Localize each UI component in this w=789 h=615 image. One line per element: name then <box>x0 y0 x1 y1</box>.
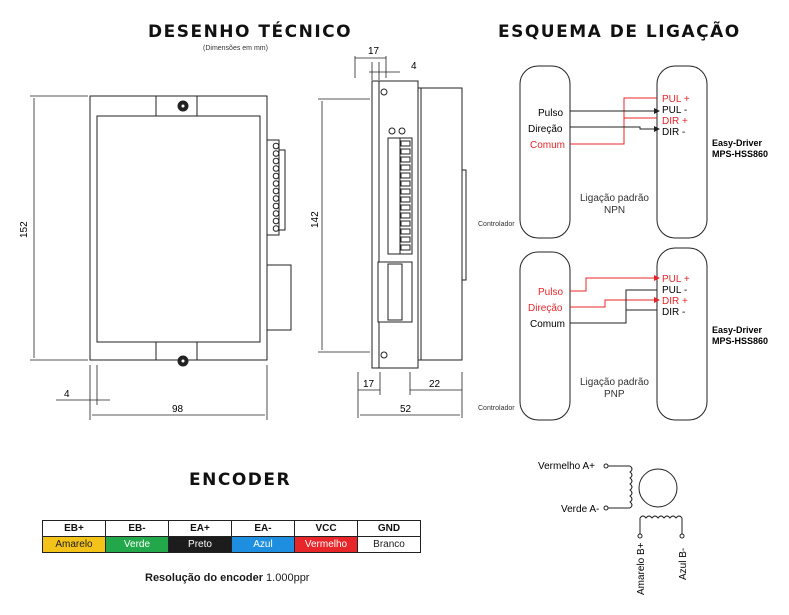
side-height-label: 142 <box>310 211 321 228</box>
side-top-label: 17 <box>368 46 380 57</box>
terminal-slot <box>400 228 411 235</box>
motor-a-plus: Vermelho A+ <box>538 461 595 472</box>
encoder-color-row: Amarelo Verde Preto Azul Vermelho Branco <box>42 536 421 553</box>
terminal-slot <box>400 236 411 243</box>
terminal-screw <box>272 225 280 232</box>
motor-b-minus: Azul B- <box>678 548 689 580</box>
encoder-header: EA+ <box>168 520 232 537</box>
terminal-slot <box>400 172 411 179</box>
wiring-title: ESQUEMA DE LIGAÇÃO <box>498 22 741 42</box>
pnp-caption-2: PNP <box>604 389 625 400</box>
terminal-screw <box>272 187 280 195</box>
encoder-header: GND <box>357 520 421 537</box>
terminal-screw <box>272 150 280 157</box>
pnp-left-pulso: Pulso <box>538 287 563 298</box>
encoder-table: EB+ EB- EA+ EA- VCC GND Amarelo Verde Pr… <box>42 520 421 553</box>
side-dimensions <box>318 56 463 418</box>
wiring-pnp <box>519 247 708 421</box>
encoder-header: EB- <box>105 520 169 537</box>
encoder-color-cell: Verde <box>105 536 169 553</box>
pnp-right-dir-plus: DIR + <box>662 296 688 307</box>
encoder-color-cell: Amarelo <box>42 536 106 553</box>
pnp-left-comum: Comum <box>530 319 565 330</box>
pnp-right-pul-minus: PUL - <box>662 285 687 296</box>
npn-left-direcao: Direção <box>528 124 563 135</box>
terminal-screw <box>272 142 280 150</box>
terminal-slot <box>400 188 411 195</box>
motor-diagram <box>603 463 685 539</box>
terminal-screw <box>272 210 280 217</box>
front-terminal-block <box>266 139 292 331</box>
npn-caption-2: NPN <box>604 205 625 216</box>
terminal-screw <box>272 172 280 180</box>
encoder-resolution: Resolução do encoder 1.000ppr <box>145 572 309 584</box>
npn-caption-1: Ligação padrão <box>580 193 649 204</box>
npn-right-dir-plus: DIR + <box>662 116 688 127</box>
motor-a-minus: Verde A- <box>561 504 599 515</box>
terminal-screw <box>272 217 280 225</box>
encoder-header: EA- <box>231 520 295 537</box>
npn-right-dir-minus: DIR - <box>662 127 685 138</box>
encoder-color-cell: Azul <box>231 536 295 553</box>
terminal-screw <box>272 157 280 165</box>
terminal-screw <box>272 180 280 187</box>
encoder-title: ENCODER <box>189 470 292 490</box>
pnp-driver-label-2: MPS-HSS860 <box>712 336 768 346</box>
pnp-right-dir-minus: DIR - <box>662 307 685 318</box>
encoder-resolution-label: Resolução do encoder <box>145 572 263 584</box>
terminal-slot <box>400 140 411 147</box>
npn-left-pulso: Pulso <box>538 108 563 119</box>
pnp-controller-label: Controlador <box>478 405 515 412</box>
npn-driver-label-2: MPS-HSS860 <box>712 149 768 159</box>
encoder-color-cell: Branco <box>357 536 421 553</box>
terminal-slot <box>400 212 411 219</box>
tech-drawing-title: DESENHO TÉCNICO <box>148 22 353 42</box>
npn-driver-label-1: Easy-Driver <box>712 138 763 148</box>
terminal-slot <box>400 164 411 171</box>
pnp-caption-1: Ligação padrão <box>580 377 649 388</box>
side-view <box>371 80 467 369</box>
encoder-resolution-value: 1.000ppr <box>266 572 310 584</box>
side-bottom-left-label: 17 <box>363 379 375 390</box>
terminal-slot <box>400 196 411 203</box>
npn-left-comum: Comum <box>530 140 565 151</box>
pnp-driver-label-1: Easy-Driver <box>712 325 763 335</box>
terminal-slot <box>400 220 411 227</box>
side-bottom-right-label: 22 <box>429 379 441 390</box>
front-view <box>89 95 292 367</box>
pnp-right-pul-plus: PUL + <box>662 274 690 285</box>
npn-controller-label: Controlador <box>478 221 515 228</box>
terminal-slot <box>400 148 411 155</box>
npn-right-pul-minus: PUL - <box>662 105 687 116</box>
terminal-screw <box>272 195 280 202</box>
encoder-header-row: EB+ EB- EA+ EA- VCC GND <box>42 520 421 537</box>
terminal-slot <box>400 156 411 163</box>
tech-drawing-subtitle: (Dimensões em mm) <box>203 45 268 52</box>
encoder-header: VCC <box>294 520 358 537</box>
encoder-color-cell: Vermelho <box>294 536 358 553</box>
terminal-screw <box>272 165 280 172</box>
front-width-label: 98 <box>172 404 184 415</box>
terminal-slot <box>400 204 411 211</box>
terminal-slot <box>400 180 411 187</box>
front-offset-label: 4 <box>64 389 70 400</box>
front-dimensions <box>30 95 268 420</box>
side-top-small-label: 4 <box>411 61 417 72</box>
npn-right-pul-plus: PUL + <box>662 94 690 105</box>
encoder-color-cell: Preto <box>168 536 232 553</box>
side-width-label: 52 <box>400 404 412 415</box>
terminal-screw <box>272 202 280 210</box>
terminal-slot <box>400 244 411 251</box>
pnp-left-direcao: Direção <box>528 303 563 314</box>
wiring-npn <box>519 65 708 239</box>
motor-b-plus: Amarelo B+ <box>636 542 647 595</box>
front-height-label: 152 <box>19 221 30 238</box>
encoder-header: EB+ <box>42 520 106 537</box>
